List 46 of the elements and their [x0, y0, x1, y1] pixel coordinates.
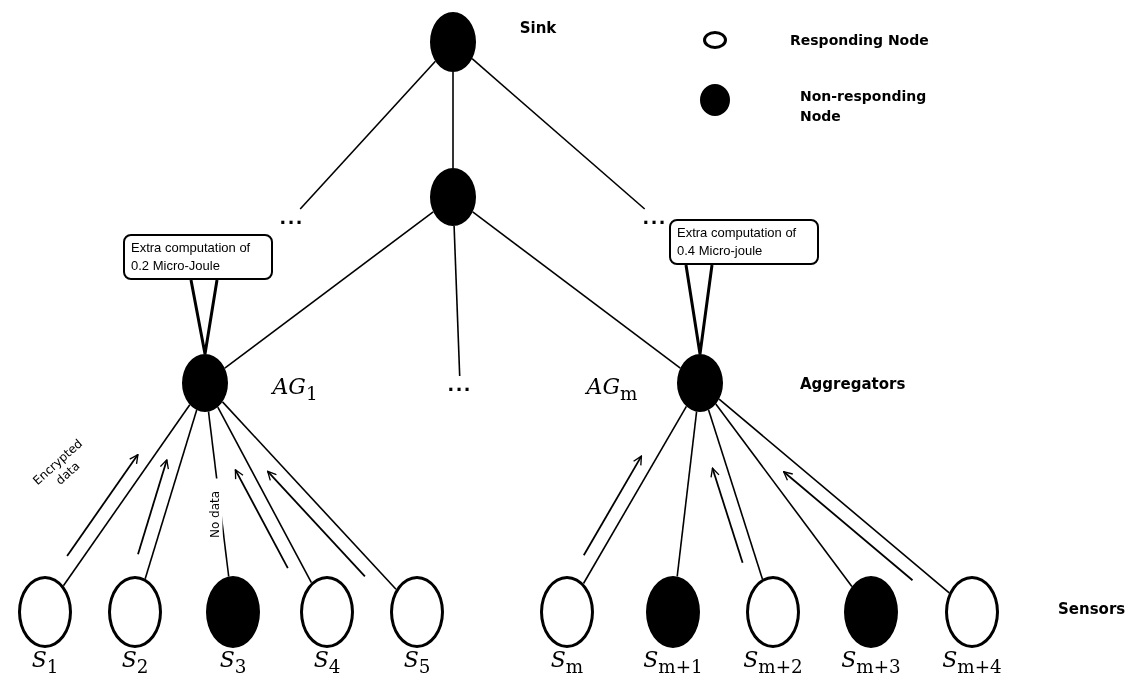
node-circle — [540, 576, 594, 648]
connector-line — [718, 398, 950, 594]
node-label: Sink — [519, 19, 557, 37]
row-label: Sensors — [1058, 600, 1126, 618]
connector-line — [453, 225, 461, 377]
node-label: AG$_{m}$ — [586, 374, 638, 404]
callout-tail — [189, 278, 219, 356]
row-label: Aggregators — [800, 375, 906, 393]
callout-box: Extra computation of 0.4 Micro-joule — [669, 219, 819, 265]
node-label: S$_{m+4}$ — [942, 647, 1002, 677]
node-circle — [300, 576, 354, 648]
node-label: S$_{4}$ — [313, 647, 341, 677]
node-label: S$_{m+1}$ — [643, 647, 703, 677]
node-circle — [18, 576, 72, 648]
node-label: S$_{m}$ — [550, 647, 584, 677]
node-circle — [182, 354, 228, 412]
node-label: S$_{3}$ — [219, 647, 247, 677]
ellipsis: ... — [270, 209, 314, 227]
node-circle — [430, 12, 476, 72]
connector-line — [217, 406, 313, 584]
ellipsis: ... — [438, 376, 482, 394]
callout-box: Extra computation of 0.2 Micro-Joule — [123, 234, 273, 280]
node-label: S$_{1}$ — [31, 647, 59, 677]
connector-line — [715, 403, 853, 588]
node-label: AG$_{1}$ — [272, 374, 318, 404]
connector-line — [221, 401, 397, 591]
node-label: S$_{m+3}$ — [841, 647, 901, 677]
legend-text: Non-responding Node — [800, 87, 928, 126]
connector-line — [62, 404, 191, 587]
connector-line — [471, 211, 682, 369]
connector-line — [452, 71, 454, 169]
connector-line — [676, 410, 698, 578]
connector-line — [144, 409, 198, 580]
node-label: S$_{m+2}$ — [743, 647, 803, 677]
node-circle — [677, 354, 723, 412]
node-circle — [430, 168, 476, 226]
node-label: S$_{2}$ — [121, 647, 149, 677]
callout-tail — [684, 263, 714, 356]
legend-text: Responding Node — [790, 31, 930, 50]
connector-line — [582, 405, 688, 585]
connector-line — [707, 409, 764, 580]
node-label: S$_{5}$ — [403, 647, 431, 677]
connector-line — [299, 60, 437, 210]
node-circle — [844, 576, 898, 648]
connector-line — [471, 57, 646, 210]
connector-line — [224, 211, 434, 369]
